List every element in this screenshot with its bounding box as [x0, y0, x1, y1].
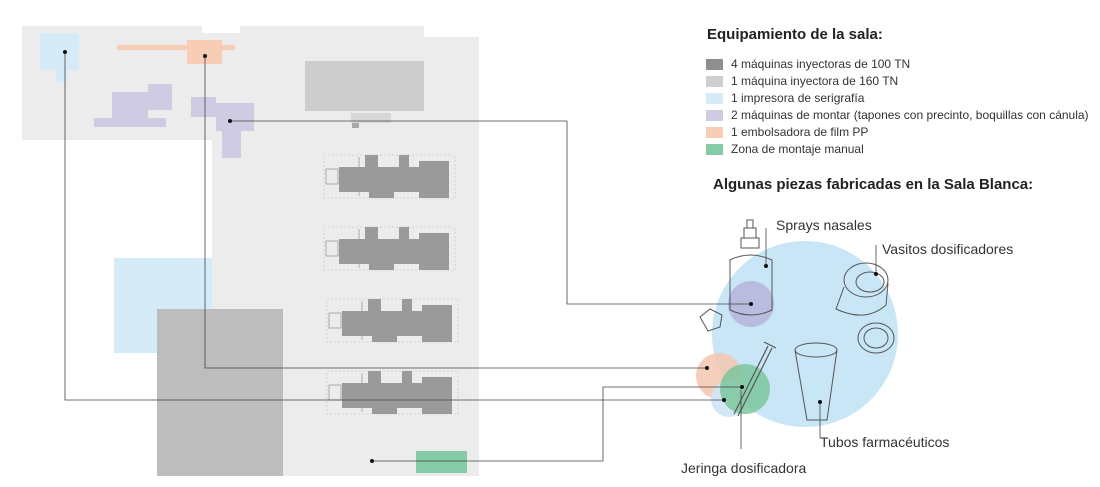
legend-swatch	[706, 92, 723, 104]
dot-manual	[370, 459, 374, 463]
leader-manual	[372, 386, 742, 462]
injector-160-foot	[352, 123, 359, 128]
legend-swatch	[706, 143, 723, 155]
dot-vasitos-label	[874, 272, 878, 276]
injector-body	[342, 299, 452, 342]
bagger-strip	[117, 45, 235, 50]
parts-title: Algunas piezas fabricadas en la Sala Bla…	[713, 176, 1034, 193]
label-sprays-nasales: Sprays nasales	[776, 217, 872, 233]
dot-manual-end	[740, 385, 744, 389]
legend-title: Equipamiento de la sala:	[707, 26, 883, 43]
injector-outline	[326, 298, 459, 343]
dot-sprays-label	[764, 264, 768, 268]
assembly-machine-1	[94, 84, 172, 127]
injector-160	[305, 61, 424, 111]
bagger-machine	[187, 40, 222, 64]
legend-label: Zona de montaje manual	[731, 142, 864, 156]
legend-item: 4 máquinas inyectoras de 100 TN	[706, 55, 910, 73]
legend-item: 2 máquinas de montar (tapones con precin…	[706, 106, 1089, 124]
leader-screen-printer	[64, 52, 724, 401]
legend-label: 2 máquinas de montar (tapones con precin…	[731, 108, 1089, 122]
spray-bottle-drawing	[699, 219, 773, 332]
dot-screen-printer	[63, 50, 67, 54]
dot-sprays-end	[749, 302, 753, 306]
injector-100-1	[323, 154, 456, 199]
jeringa-drawing	[733, 341, 777, 417]
injector-hopper	[328, 312, 342, 329]
legend-swatch	[706, 126, 723, 138]
floor-area	[22, 26, 479, 476]
label-jeringa-dosificadora: Jeringa dosificadora	[681, 460, 807, 476]
injector-hopper	[325, 168, 339, 185]
leader-lines	[64, 52, 877, 462]
injector-outline	[323, 154, 456, 199]
dot-bagger-end	[705, 366, 709, 370]
injector-body	[339, 155, 449, 198]
injector-hopper	[325, 240, 339, 257]
label-tubos-farmaceuticos: Tubos farmacéuticos	[820, 434, 950, 450]
dot-tubos-label	[818, 400, 822, 404]
tubos-drawing	[794, 342, 838, 421]
injector-outline	[326, 370, 459, 415]
injector-body	[342, 371, 452, 414]
legend-label: 1 máquina inyectora de 160 TN	[731, 74, 899, 88]
injector-160-block	[157, 309, 283, 476]
leader-dots	[63, 50, 878, 463]
assembly-machine-2	[191, 97, 254, 158]
legend-swatch	[706, 58, 723, 70]
legend-item: 1 máquina inyectora de 160 TN	[706, 72, 898, 90]
injector-100-3	[326, 298, 459, 343]
screen-printer-top	[40, 33, 79, 82]
legend-label: 1 impresora de serigrafía	[731, 91, 865, 105]
injector-100-4	[326, 370, 459, 415]
injector-body	[339, 227, 449, 270]
legend-swatch	[706, 109, 723, 121]
label-vasitos-dosificadores: Vasitos dosificadores	[882, 241, 1014, 257]
legend-label: 1 embolsadora de film PP	[731, 125, 869, 139]
leader-assembly	[230, 120, 751, 305]
dot-bagger	[203, 54, 207, 58]
leader-bagger	[204, 56, 707, 369]
floor-plan	[22, 26, 479, 476]
injector-100-2	[323, 226, 456, 271]
dot-assembly	[228, 119, 232, 123]
legend-swatch	[706, 75, 723, 87]
jeringa-manual-circle	[720, 364, 770, 414]
injector-outline	[323, 226, 456, 271]
vasitos-drawing	[835, 262, 895, 354]
parts-cluster	[696, 219, 898, 427]
dot-printer-end	[722, 398, 726, 402]
manual-assembly-zone	[416, 451, 467, 473]
legend-item: Zona de montaje manual	[706, 140, 864, 158]
legend-item: 1 embolsadora de film PP	[706, 123, 868, 141]
legend-item: 1 impresora de serigrafía	[706, 89, 864, 107]
legend-label: 4 máquinas inyectoras de 100 TN	[731, 57, 911, 71]
injector-160-base	[351, 113, 391, 123]
